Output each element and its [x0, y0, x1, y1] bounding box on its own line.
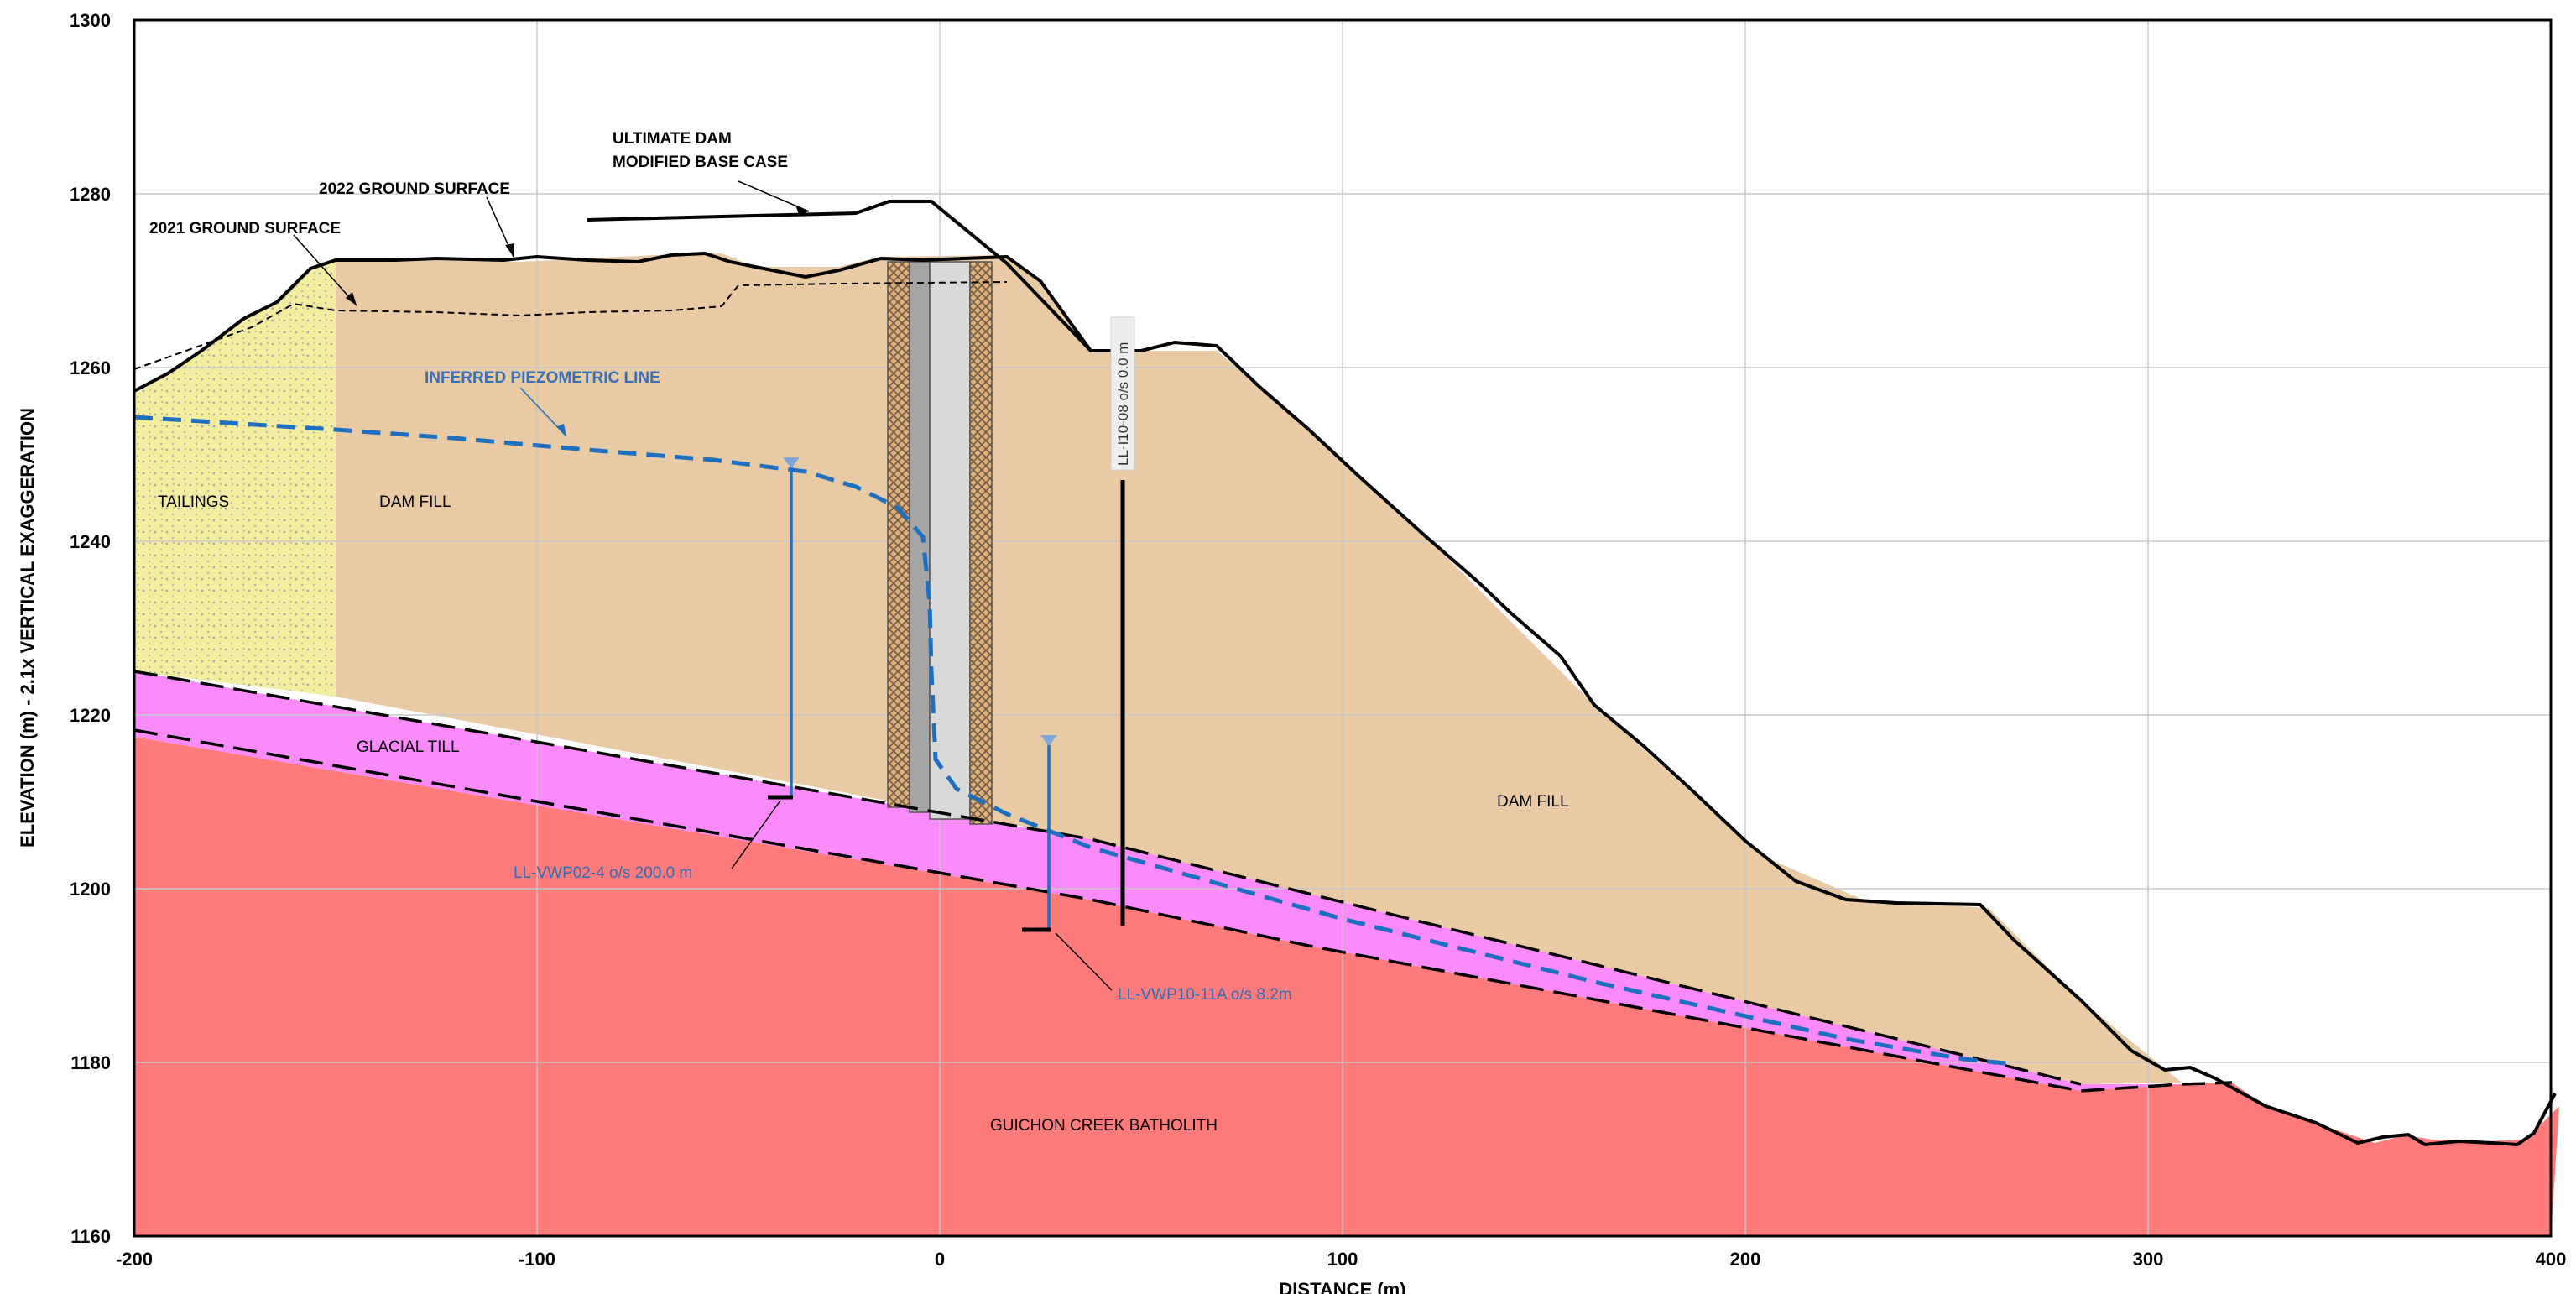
- ultimate-dam-label-line1: ULTIMATE DAM: [613, 130, 732, 148]
- y-tick-1260: 1260: [70, 357, 111, 378]
- ultimate-dam-label-line2: MODIFIED BASE CASE: [613, 154, 788, 171]
- dam-fill-label-right: DAM FILL: [1497, 793, 1569, 811]
- bedrock-unit: [134, 737, 2559, 1236]
- vwp10-11a-water-level-icon: [1040, 735, 1057, 746]
- y-axis-ticks: 1300 1280 1260 1240 1220 1200 1180 1160: [70, 10, 111, 1247]
- y-tick-1220: 1220: [70, 705, 111, 726]
- vwp10-11a-leader: [1055, 932, 1113, 991]
- glacial-till-label: GLACIAL TILL: [357, 738, 460, 756]
- x-tick-300: 300: [2133, 1249, 2164, 1270]
- x-tick-200: 200: [1730, 1249, 1761, 1270]
- x-tick-0: 0: [935, 1249, 945, 1270]
- ground-surface-2021: [133, 281, 1008, 370]
- x-axis-ticks: -200 -100 0 100 200 300 400: [116, 1249, 2566, 1270]
- y-axis-title: ELEVATION (m) - 2.1x VERTICAL EXAGGERATI…: [17, 408, 38, 848]
- dam-fill-unit: [336, 253, 2182, 1084]
- y-tick-1180: 1180: [70, 1052, 111, 1073]
- x-tick-100: 100: [1327, 1249, 1358, 1270]
- vwp02-4-instrument: [731, 457, 800, 869]
- annotation-leaders: [293, 180, 810, 437]
- upstream-transition-zone: [909, 261, 931, 813]
- x-tick-400: 400: [2536, 1249, 2567, 1270]
- y-tick-1200: 1200: [70, 879, 111, 900]
- inclinometer-label-box: [1110, 316, 1135, 471]
- vwp10-11a-instrument: [1022, 735, 1113, 991]
- dam-core-zone: [887, 261, 993, 825]
- x-axis-title: DISTANCE (m): [1279, 1279, 1405, 1294]
- x-tick-minus-200: -200: [116, 1249, 153, 1270]
- glacial-till-unit: [134, 671, 2182, 1091]
- core-zone: [929, 261, 971, 820]
- grid: [134, 20, 2551, 1236]
- piezometric-line: [133, 415, 2015, 1067]
- y-tick-1300: 1300: [70, 10, 111, 31]
- vwp10-11a-label: LL-VWP10-11A o/s 8.2m: [1118, 986, 1292, 1004]
- inclinometer-instrument: LL-I10-08 o/s 0.0 m: [1110, 316, 1135, 926]
- bedrock-label: GUICHON CREEK BATHOLITH: [990, 1117, 1218, 1135]
- geologic-units: [134, 253, 2559, 1236]
- vwp02-4-water-level-icon: [783, 457, 800, 468]
- ground-surface-2022: [133, 251, 2557, 1147]
- tailings-label: TAILINGS: [158, 493, 229, 511]
- till-top-contact: [133, 670, 2082, 1086]
- vwp02-4-leader: [731, 800, 781, 869]
- downstream-filter-zone: [969, 261, 993, 825]
- tailings-unit: [134, 260, 336, 697]
- upstream-filter-zone: [887, 261, 910, 808]
- ground-2022-label: 2022 GROUND SURFACE: [319, 180, 510, 198]
- y-tick-1160: 1160: [70, 1226, 111, 1247]
- ground-2021-label: 2021 GROUND SURFACE: [149, 220, 341, 237]
- vwp02-4-label: LL-VWP02-4 o/s 200.0 m: [514, 864, 692, 882]
- dam-fill-label-left: DAM FILL: [379, 493, 451, 511]
- plot-frame: [133, 18, 2553, 1238]
- piezometric-line-label: INFERRED PIEZOMETRIC LINE: [425, 369, 660, 387]
- ultimate-dam-outline: [587, 200, 1092, 352]
- y-tick-1240: 1240: [70, 531, 111, 552]
- y-tick-1280: 1280: [70, 184, 111, 205]
- x-tick-minus-100: -100: [519, 1249, 555, 1270]
- bedrock-contact: [133, 728, 2233, 1093]
- inclinometer-label: LL-I10-08 o/s 0.0 m: [1115, 342, 1131, 466]
